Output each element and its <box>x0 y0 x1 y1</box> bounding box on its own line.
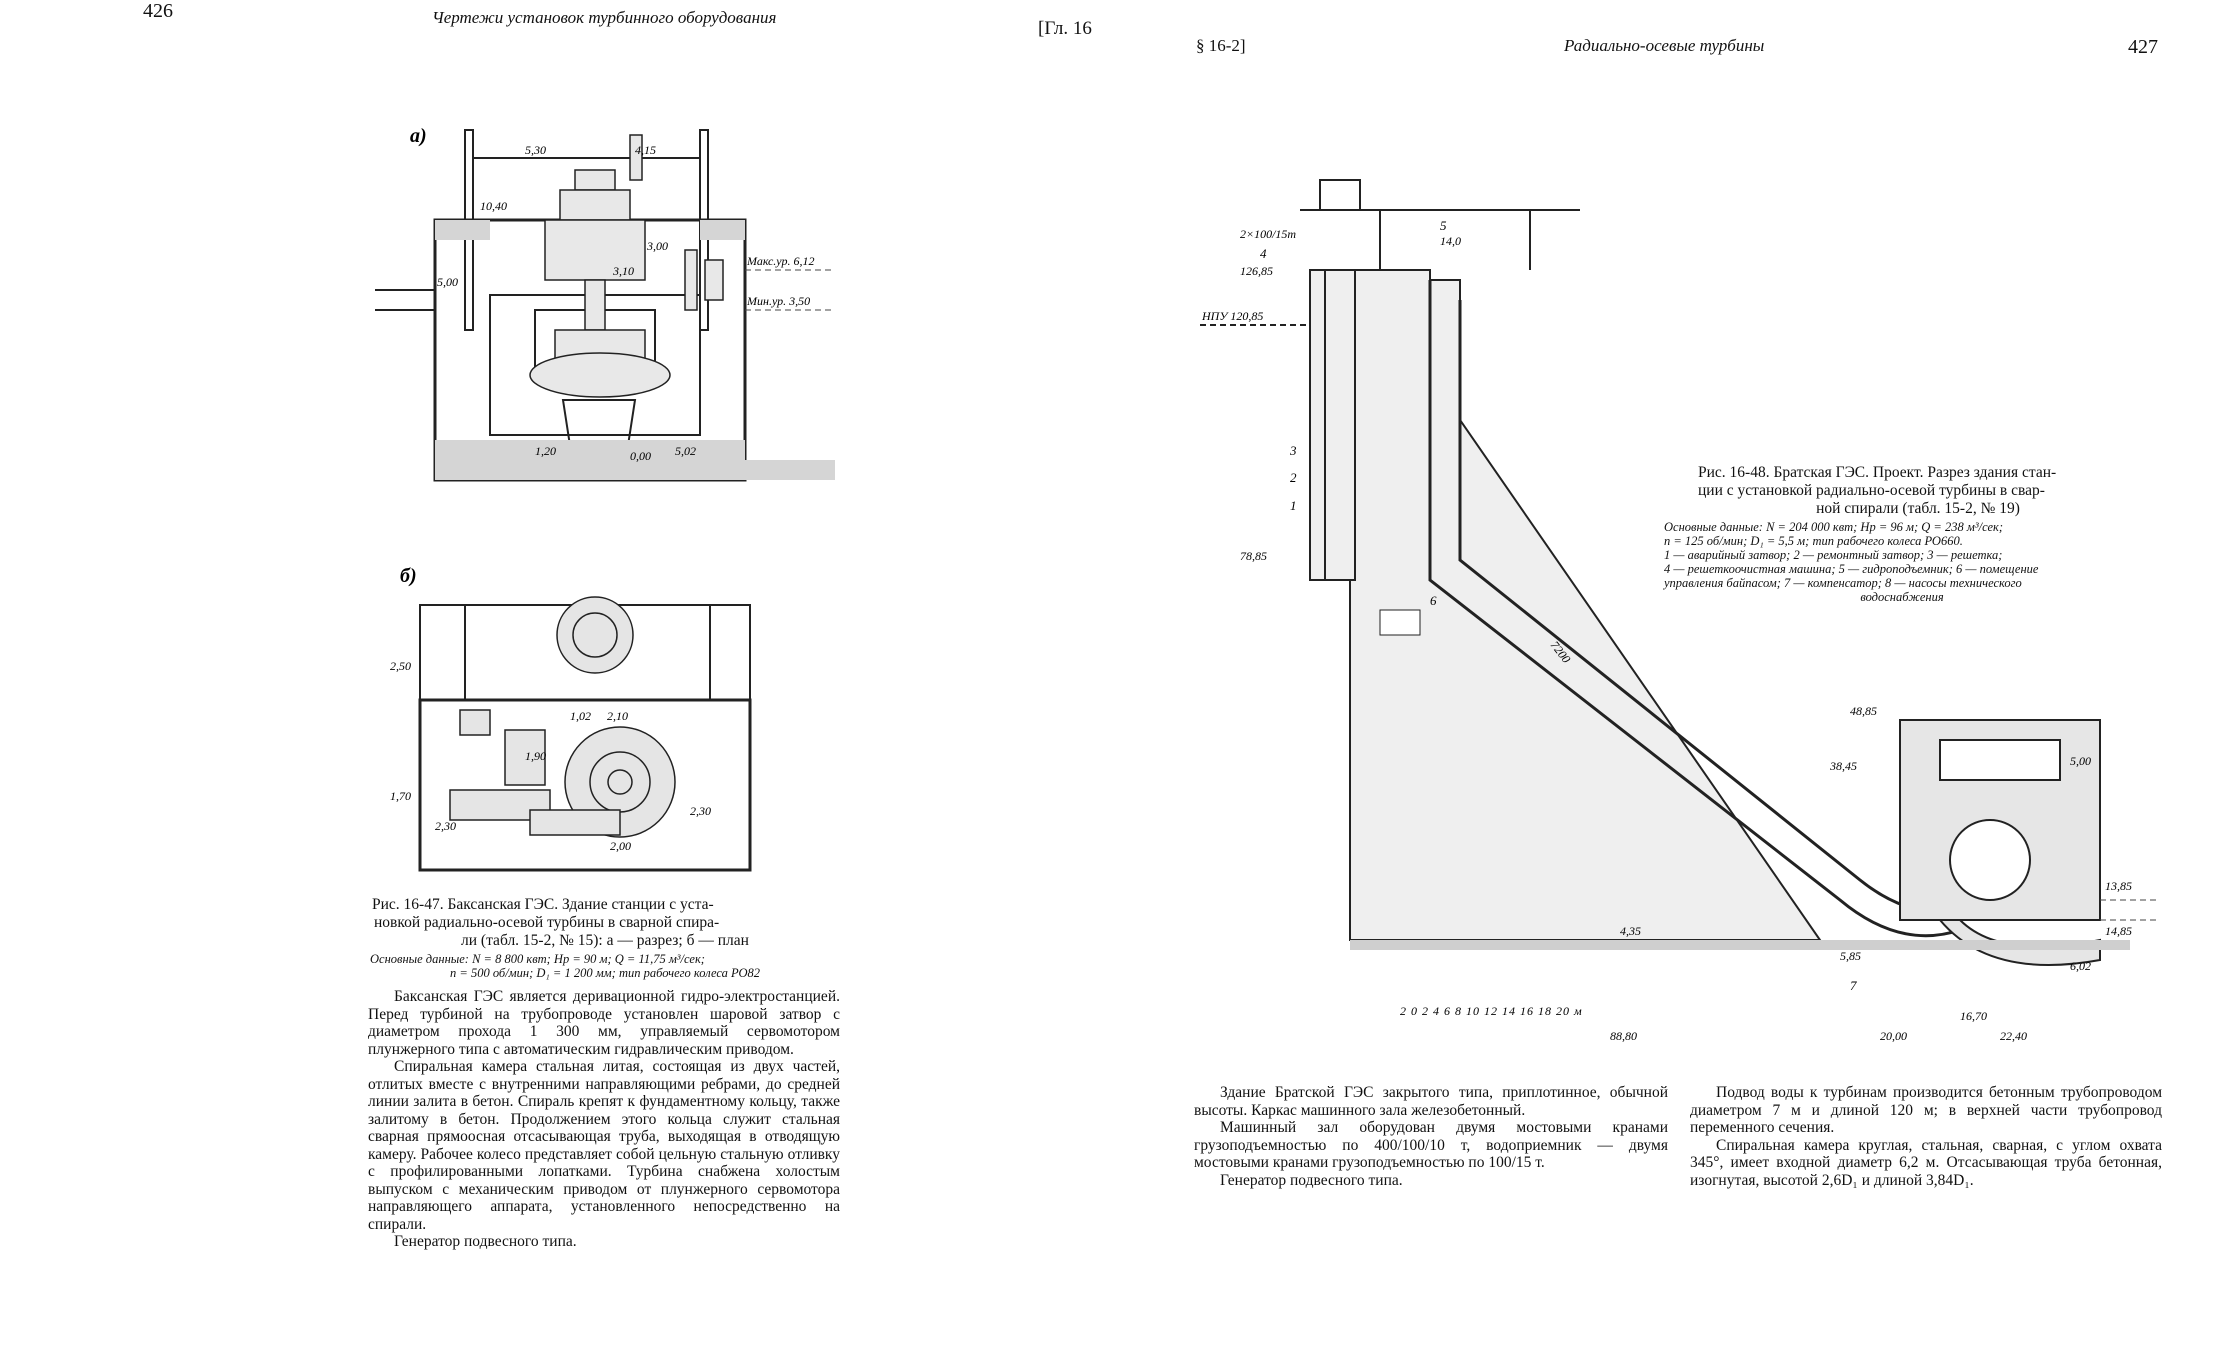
fig-16-47a-section-drawing: а) 5,30 4,15 10,40 3,0 <box>375 125 835 482</box>
level-max: Макс.ур. 6,12 <box>746 254 814 268</box>
dim-48-3: 88,80 <box>1610 1029 1637 1043</box>
right-page-col2: Подвод воды к турбинам производится бето… <box>1690 1084 2162 1189</box>
callout-5: 5 <box>1440 218 1447 233</box>
right-running-head: Радиально-осевые турбины <box>1564 36 1765 55</box>
right-page-col1: Здание Братской ГЭС закрытого типа, прип… <box>1194 1084 1668 1189</box>
right-col1-paragraph-0: Здание Братской ГЭС закрытого типа, прип… <box>1194 1084 1668 1119</box>
dim-a-8: 5,02 <box>675 444 696 458</box>
dim-b-5: 2,00 <box>610 839 631 853</box>
dim-a-5: 5,00 <box>437 275 458 289</box>
callout-2: 2 <box>1290 470 1297 485</box>
left-paragraph-2: Генератор подвесного типа. <box>394 1233 577 1250</box>
dim-a-2: 10,40 <box>480 199 507 213</box>
caption-47-line-2: ли (табл. 15-2, № 15): а — разрез; б — п… <box>461 932 749 949</box>
callout-4: 4 <box>1260 246 1267 261</box>
data-48-line-0: Основные данные: N = 204 000 квт; Hр = 9… <box>1664 520 2004 534</box>
caption-47-line-0: Рис. 16-47. Баксанская ГЭС. Здание станц… <box>372 896 714 913</box>
fig-16-48-dam-section-drawing: НПУ 120,85 126,85 78,85 48,85 38,45 13,8… <box>1200 179 2160 1043</box>
right-page-number: 427 <box>2128 36 2158 58</box>
left-running-head: Чертежи установок турбинного оборудовани… <box>432 8 777 27</box>
level-min: Мин.ур. 3,50 <box>746 294 810 308</box>
callout-7: 7 <box>1850 978 1857 993</box>
level-78: 78,85 <box>1240 549 1267 563</box>
dim-b-3: 2,10 <box>607 709 628 723</box>
dim-a-0: 5,30 <box>525 143 546 157</box>
data-48-line-2: 1 — аварийный затвор; 2 — ремонтный затв… <box>1664 548 2003 562</box>
right-col1-paragraph-2: Генератор подвесного типа. <box>1220 1171 1403 1189</box>
data-48-line-4: управления байпасом; 7 — компенсатор; 8 … <box>1664 576 2022 590</box>
left-page-number: 426 <box>143 0 173 22</box>
caption-48-line-1: ции с установкой радиально-осевой турбин… <box>1698 482 2045 499</box>
fig-16-47-caption: Рис. 16-47. Баксанская ГЭС. Здание станц… <box>372 896 838 950</box>
fig-b-label: б) <box>400 565 417 587</box>
right-col2-paragraph-1: Спиральная камера круглая, стальная, сва… <box>1690 1136 2162 1189</box>
left-paragraph-1: Спиральная камера стальная литая, состоя… <box>368 1058 840 1233</box>
dim-b-6: 2,30 <box>690 804 711 818</box>
fig-16-48-caption: Рис. 16-48. Братская ГЭС. Проект. Разрез… <box>1698 464 2138 518</box>
dim-a-6: 1,20 <box>535 444 556 458</box>
dim-48-1: 4,35 <box>1620 924 1641 938</box>
dim-a-3: 3,00 <box>646 239 668 253</box>
dim-48-2: 5,85 <box>1840 949 1861 963</box>
level-48: 48,85 <box>1850 704 1877 718</box>
level-14: 14,85 <box>2105 924 2132 938</box>
level-126: 126,85 <box>1240 264 1273 278</box>
fig-a-label: а) <box>410 125 427 147</box>
callout-6: 6 <box>1430 593 1437 608</box>
data-47-line-0: Основные данные: N = 8 800 квт; Hр = 90 … <box>370 952 705 966</box>
dim-a-4: 3,10 <box>612 264 634 278</box>
fig-16-47-data: Основные данные: N = 8 800 квт; Hр = 90 … <box>370 952 840 980</box>
data-47-line-1: n = 500 об/мин; D₁ = 1 200 мм; тип рабоч… <box>450 966 760 980</box>
left-chapter-ref: [Гл. 16 <box>1038 18 1092 39</box>
data-48-line-1: n = 125 об/мин; D₁ = 5,5 м; тип рабочего… <box>1664 534 1963 548</box>
scale-label: 2 0 2 4 6 8 10 12 14 16 18 20 м <box>1400 1004 1583 1018</box>
dim-b-1: 1,70 <box>390 789 411 803</box>
dim-a-1: 4,15 <box>635 143 656 157</box>
right-col2-paragraph-0: Подвод воды к турбинам производится бето… <box>1690 1084 2162 1136</box>
dim-b-2: 1,02 <box>570 709 591 723</box>
caption-48-line-0: Рис. 16-48. Братская ГЭС. Проект. Разрез… <box>1698 464 2057 481</box>
crane-label: 2×100/15т <box>1240 227 1296 241</box>
level-npu: НПУ 120,85 <box>1201 309 1263 323</box>
level-13: 13,85 <box>2105 879 2132 893</box>
dim-48-0: 14,0 <box>1440 234 1461 248</box>
left-page-body: Баксанская ГЭС является деривационной ги… <box>368 988 840 1251</box>
callout-1: 1 <box>1290 498 1297 513</box>
right-section-ref: § 16-2] <box>1196 36 1246 55</box>
level-38: 38,45 <box>1829 759 1857 773</box>
callout-3: 3 <box>1289 443 1297 458</box>
data-48-line-5: водоснабжения <box>1860 590 1944 604</box>
data-48-line-3: 4 — решеткоочистная машина; 5 — гидропод… <box>1664 562 2039 576</box>
level-5: 5,00 <box>2070 754 2091 768</box>
dim-48-5: 16,70 <box>1960 1009 1987 1023</box>
dim-48-7: 6,02 <box>2070 959 2091 973</box>
dim-b-7: 2,30 <box>435 819 456 833</box>
fig-16-47b-plan-drawing: б) 2,50 1,70 1,02 2,10 1,90 2,00 2,30 2,… <box>390 565 752 872</box>
left-paragraph-0: Баксанская ГЭС является деривационной ги… <box>368 988 840 1058</box>
dim-a-7: 0,00 <box>630 449 651 463</box>
caption-47-line-1: новкой радиально-осевой турбины в сварно… <box>374 914 720 931</box>
dim-b-0: 2,50 <box>390 659 411 673</box>
caption-48-line-2: ной спирали (табл. 15-2, № 19) <box>1816 500 2020 517</box>
dim-48-4: 20,00 <box>1880 1029 1907 1043</box>
dim-48-6: 22,40 <box>2000 1029 2027 1043</box>
fig-16-48-data: Основные данные: N = 204 000 квт; Hр = 9… <box>1664 520 2140 604</box>
right-col1-paragraph-1: Машинный зал оборудован двумя мостовыми … <box>1194 1119 1668 1171</box>
dim-b-4: 1,90 <box>525 749 546 763</box>
